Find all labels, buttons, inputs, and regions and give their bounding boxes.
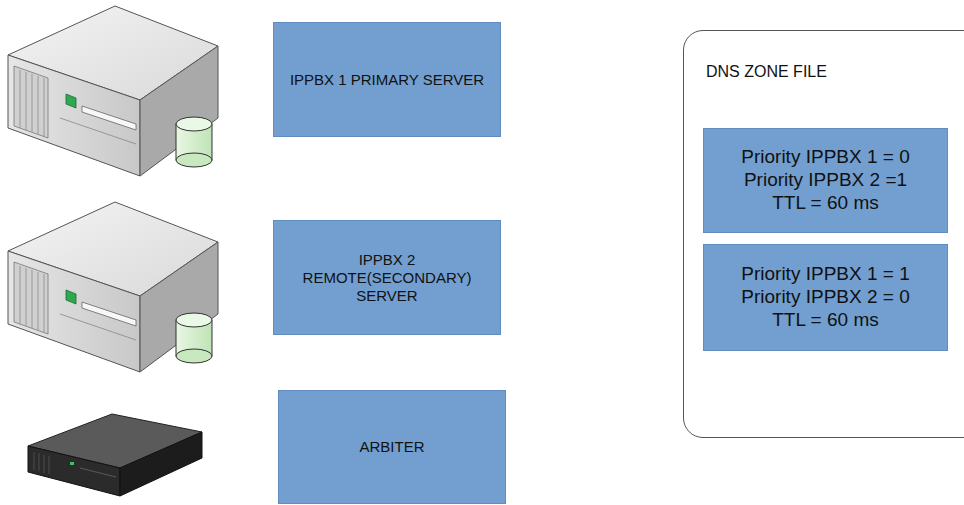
- arbiter-label-box: ARBITER: [278, 390, 506, 504]
- container-heading: DNS ZONE FILE: [706, 63, 827, 81]
- box-label: Priority IPPBX 1 = 0 Priority IPPBX 2 =1…: [731, 146, 921, 214]
- dns-zone-container: DNS ZONE FILE Priority IPPBX 1 = 0 Priori…: [683, 30, 964, 438]
- box-label: IPPBX 2 REMOTE(SECONDARY) SERVER: [287, 251, 487, 305]
- box-label: Priority IPPBX 1 = 1 Priority IPPBX 2 = …: [731, 263, 921, 331]
- box-label: IPPBX 1 PRIMARY SERVER: [290, 71, 484, 89]
- server-label-box: IPPBX 2 REMOTE(SECONDARY) SERVER: [273, 220, 501, 335]
- server-label-box: IPPBX 1 PRIMARY SERVER: [273, 22, 501, 137]
- secondary-server-icon: [8, 202, 218, 372]
- primary-server-icon: [8, 6, 218, 176]
- arbiter-device-icon: [28, 414, 202, 496]
- dns-record-box: Priority IPPBX 1 = 1 Priority IPPBX 2 = …: [703, 244, 948, 351]
- dns-record-box: Priority IPPBX 1 = 0 Priority IPPBX 2 =1…: [703, 128, 948, 233]
- box-label: ARBITER: [359, 438, 424, 456]
